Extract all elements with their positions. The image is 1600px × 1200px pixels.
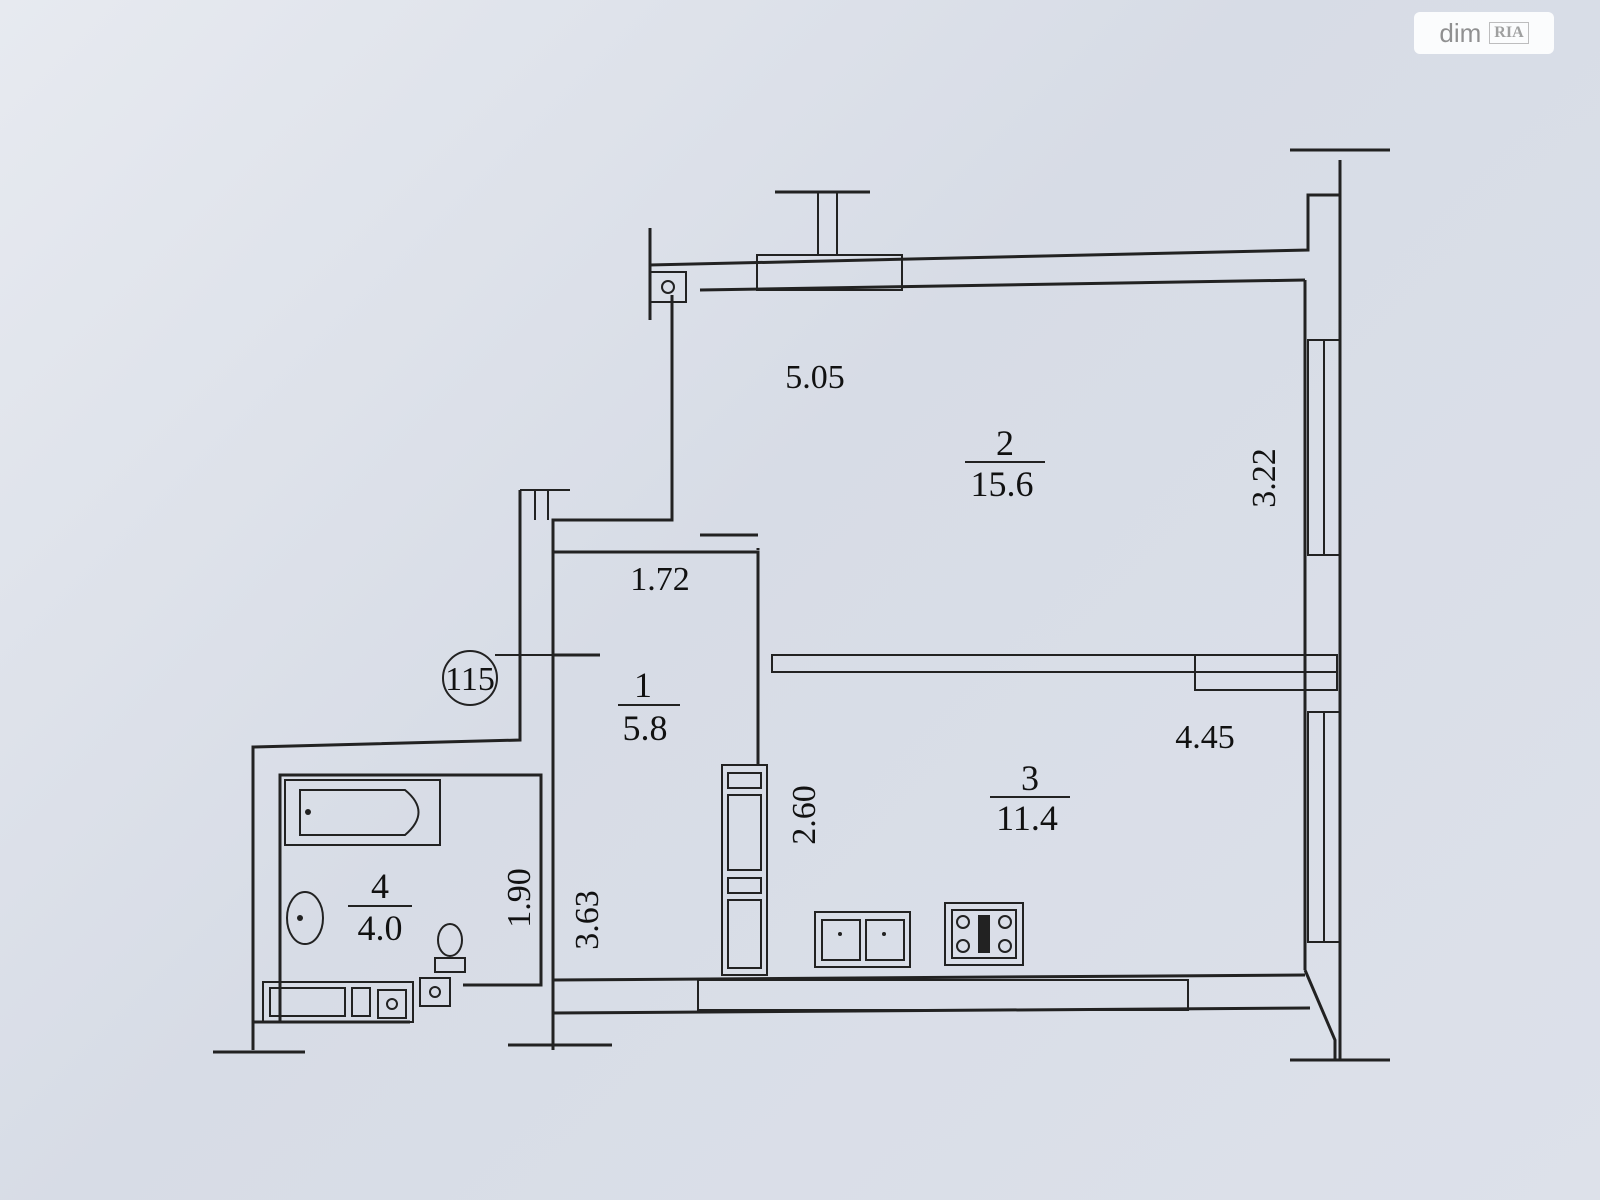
dimension-bath-depth: 1.90 bbox=[501, 868, 538, 928]
dimension-hall-width: 1.72 bbox=[630, 561, 690, 598]
stove-icon bbox=[944, 902, 1024, 966]
dimension-kitchen-width: 4.45 bbox=[1175, 719, 1235, 756]
room-area: 4.0 bbox=[358, 908, 403, 948]
room-area: 11.4 bbox=[996, 798, 1058, 838]
kitchen-cabinet bbox=[721, 764, 768, 976]
room-area: 15.6 bbox=[971, 464, 1034, 504]
toilet-icon bbox=[434, 923, 466, 973]
dimension-room2-depth: 3.22 bbox=[1246, 448, 1283, 508]
room-1-label: 1 5.8 bbox=[618, 665, 680, 748]
room-area: 5.8 bbox=[623, 708, 668, 748]
room-3-label: 3 11.4 bbox=[990, 758, 1070, 838]
room-number: 1 bbox=[634, 665, 652, 705]
dim-ria-watermark: dim RIA bbox=[1414, 12, 1554, 54]
sink-icon bbox=[286, 891, 324, 945]
room-4-label: 4 4.0 bbox=[348, 866, 412, 948]
bathroom-counter bbox=[262, 977, 451, 1023]
watermark-brand: dim bbox=[1439, 17, 1482, 48]
exterior-walls bbox=[213, 148, 1390, 1062]
room-number: 4 bbox=[371, 866, 389, 906]
room-2-label: 2 15.6 bbox=[965, 423, 1045, 504]
dimension-kitchen-depth: 2.60 bbox=[786, 785, 823, 845]
dimension-hall-depth: 3.63 bbox=[569, 890, 606, 950]
dimension-room2-width: 5.05 bbox=[785, 359, 845, 396]
bathtub bbox=[284, 779, 441, 846]
room-number: 3 bbox=[1021, 758, 1039, 798]
room-number: 2 bbox=[996, 423, 1014, 463]
apartment-number: 115 bbox=[445, 661, 495, 698]
watermark-mark: RIA bbox=[1489, 22, 1529, 44]
kitchen-sink-icon bbox=[814, 911, 911, 968]
apartment-number-marker: 115 bbox=[442, 650, 498, 706]
